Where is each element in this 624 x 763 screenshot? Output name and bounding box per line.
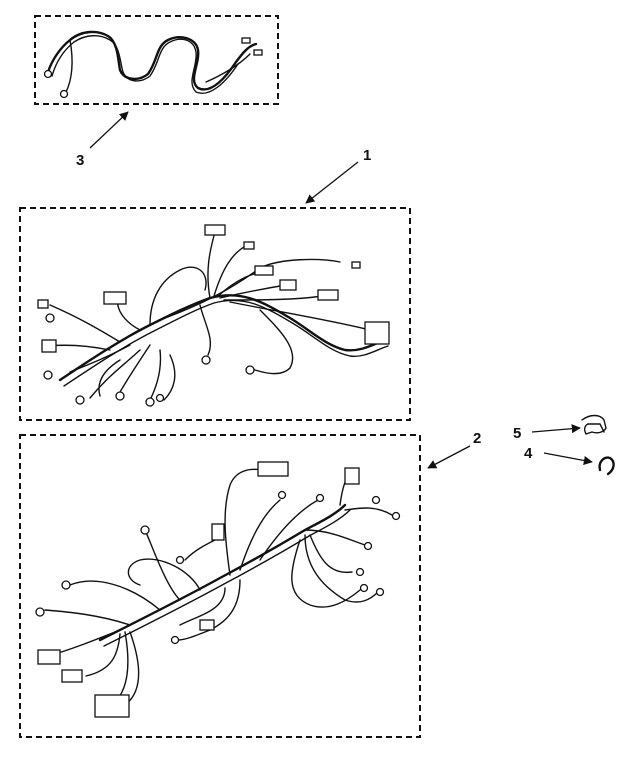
harness-part-1 [19, 207, 411, 421]
callout-label-5: 5 [513, 425, 521, 442]
callout-4: 4 [524, 445, 593, 465]
harness-part-2 [19, 434, 421, 738]
harness-part-3 [34, 15, 279, 105]
callout-3: 3 [76, 111, 129, 169]
callout-label-3: 3 [76, 152, 84, 169]
part-3-dashed-boundary [34, 15, 279, 105]
callout-label-2: 2 [473, 430, 481, 447]
callout-2: 2 [427, 430, 481, 469]
part-1-dashed-boundary [19, 207, 411, 421]
callout-label-4: 4 [524, 445, 533, 462]
callout-1: 1 [305, 147, 371, 204]
clip-part-5 [581, 414, 607, 435]
part-2-dashed-boundary [19, 434, 421, 738]
hook-part-4 [598, 456, 615, 476]
callout-5: 5 [513, 424, 581, 442]
callout-label-1: 1 [363, 147, 371, 164]
